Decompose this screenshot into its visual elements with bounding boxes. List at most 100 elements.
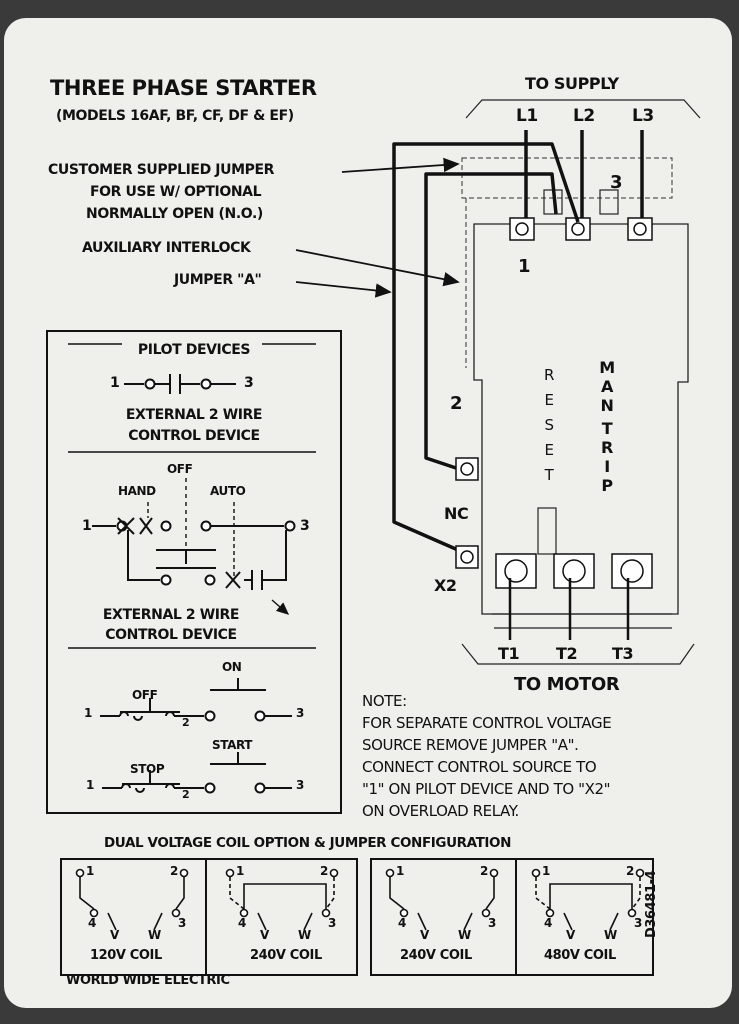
pilot-devices-header: PILOT DEVICES <box>137 342 251 358</box>
line-terminal-screws <box>509 217 653 241</box>
coil-1-n2: 2 <box>170 864 178 878</box>
line-label-l3: L3 <box>632 106 654 126</box>
coil-1-w: W <box>148 928 161 942</box>
note-line-4: "1" ON PILOT DEVICE AND TO "X2" <box>362 780 611 798</box>
motor-leads <box>508 578 630 640</box>
terminal-number-1: 1 <box>518 256 531 277</box>
coil-2-n3: 3 <box>328 916 336 930</box>
callout-jumper-a: JUMPER "A" <box>174 272 262 288</box>
coil-diagram-1 <box>75 868 189 931</box>
pilot-stop-label: STOP <box>130 762 165 776</box>
callout-jumper-line1: CUSTOMER SUPPLIED JUMPER <box>48 162 275 178</box>
reset-bar <box>537 507 557 555</box>
pilot-r3-n3: 3 <box>296 706 304 720</box>
line-label-l1: L1 <box>516 106 538 126</box>
pilot-r4-n1: 1 <box>86 778 94 792</box>
coil-label-480v: 480V COIL <box>544 948 616 963</box>
coil-1-n3: 3 <box>178 916 186 930</box>
coil-2-n4: 4 <box>238 916 246 930</box>
coil-2-w: W <box>298 928 311 942</box>
coil-4-w: W <box>604 928 617 942</box>
pilot-device-3-symbol <box>100 678 292 722</box>
coil-1-n4: 4 <box>88 916 96 930</box>
pilot-device-1-symbol <box>124 374 236 394</box>
coil-diagram-3 <box>385 868 499 931</box>
coil-label-240v-a: 240V COIL <box>250 948 322 963</box>
coil-3-n2: 2 <box>480 864 488 878</box>
wiring-diagram <box>68 99 701 974</box>
coil-3-n4: 4 <box>398 916 406 930</box>
control-wires <box>392 142 580 552</box>
coil-box-group-right <box>370 858 654 976</box>
pilot-off-label: OFF <box>167 462 193 476</box>
note-heading: NOTE: <box>362 692 407 710</box>
pilot-dev1-label1: EXTERNAL 2 WIRE <box>125 407 263 423</box>
contact-tab-2 <box>599 189 619 215</box>
pilot-r1-n3: 3 <box>244 375 254 391</box>
callout-arrows <box>295 157 460 298</box>
coil-3-n3: 3 <box>488 916 496 930</box>
terminal-number-3: 3 <box>610 172 623 193</box>
to-motor-label: TO MOTOR <box>514 674 620 695</box>
motor-term-t2: T2 <box>556 644 578 663</box>
terminal-nc-label: NC <box>444 504 469 523</box>
terminal-x2-label: X2 <box>434 576 457 595</box>
coil-label-240v-b: 240V COIL <box>400 948 472 963</box>
starter-label: THREE PHASE STARTER (MODELS 16AF, BF, CF… <box>4 18 732 1008</box>
pilot-r4-n3: 3 <box>296 778 304 792</box>
diagram-title: THREE PHASE STARTER <box>50 76 317 100</box>
motor-terminal-screws <box>495 553 653 589</box>
pilot-r3-n1: 1 <box>84 706 92 720</box>
coil-1-n1: 1 <box>86 864 94 878</box>
pilot-auto-label: AUTO <box>210 484 246 498</box>
line-label-l2: L2 <box>573 106 595 126</box>
coil-box-group-left <box>60 858 358 976</box>
coil-3-v: V <box>420 928 429 942</box>
coil-2-n1: 1 <box>236 864 244 878</box>
pilot-r1-n1: 1 <box>110 375 120 391</box>
dual-voltage-header: DUAL VOLTAGE COIL OPTION & JUMPER CONFIG… <box>104 835 512 851</box>
coil-4-n3: 3 <box>634 916 642 930</box>
aux-terminal-screws <box>455 457 479 569</box>
callout-jumper-line3: NORMALLY OPEN (N.O.) <box>86 206 263 222</box>
pilot-r2-n1: 1 <box>82 518 92 534</box>
pilot-dev1-label2: CONTROL DEVICE <box>128 428 260 444</box>
pilot-dividers <box>68 343 316 649</box>
pilot-r3-n2: 2 <box>182 716 190 729</box>
pilot-r4-n2: 2 <box>182 788 190 801</box>
coil-4-n4: 4 <box>544 916 552 930</box>
pilot-start-label: START <box>212 738 253 752</box>
supply-bracket <box>465 99 701 119</box>
coil-4-n2: 2 <box>626 864 634 878</box>
coil-3-w: W <box>458 928 471 942</box>
coil-2-v: V <box>260 928 269 942</box>
coil-4-v: V <box>566 928 575 942</box>
callout-auxiliary-interlock: AUXILIARY INTERLOCK <box>82 240 251 256</box>
pilot-hand-label: HAND <box>118 484 156 498</box>
to-supply-label: TO SUPPLY <box>525 74 619 93</box>
motor-term-t1: T1 <box>498 644 520 663</box>
pilot-device-2-symbol <box>92 478 296 615</box>
coil-diagram-2 <box>225 868 339 931</box>
pilot-device-4-symbol <box>102 752 292 794</box>
coil-diagram-4 <box>531 868 645 931</box>
pilot-dev2-label2: CONTROL DEVICE <box>105 627 237 643</box>
pilot-on-label: ON <box>222 660 242 674</box>
callout-jumper-line2: FOR USE W/ OPTIONAL <box>90 184 262 200</box>
pilot-dev2-label1: EXTERNAL 2 WIRE <box>102 607 240 623</box>
note-line-5: ON OVERLOAD RELAY. <box>362 802 519 820</box>
motor-bracket <box>461 643 695 665</box>
note-line-3: CONNECT CONTROL SOURCE TO <box>362 758 597 776</box>
pilot-off2-label: OFF <box>132 688 158 702</box>
note-line-2: SOURCE REMOVE JUMPER "A". <box>362 736 579 754</box>
coil-label-120v: 120V COIL <box>90 948 162 963</box>
coil-4-n1: 1 <box>542 864 550 878</box>
motor-term-t3: T3 <box>612 644 634 663</box>
pilot-r2-n3: 3 <box>300 518 310 534</box>
coil-2-n2: 2 <box>320 864 328 878</box>
auxiliary-contact-outline <box>461 157 673 199</box>
diagram-subtitle: (MODELS 16AF, BF, CF, DF & EF) <box>56 108 294 124</box>
terminal-number-2: 2 <box>450 393 463 414</box>
